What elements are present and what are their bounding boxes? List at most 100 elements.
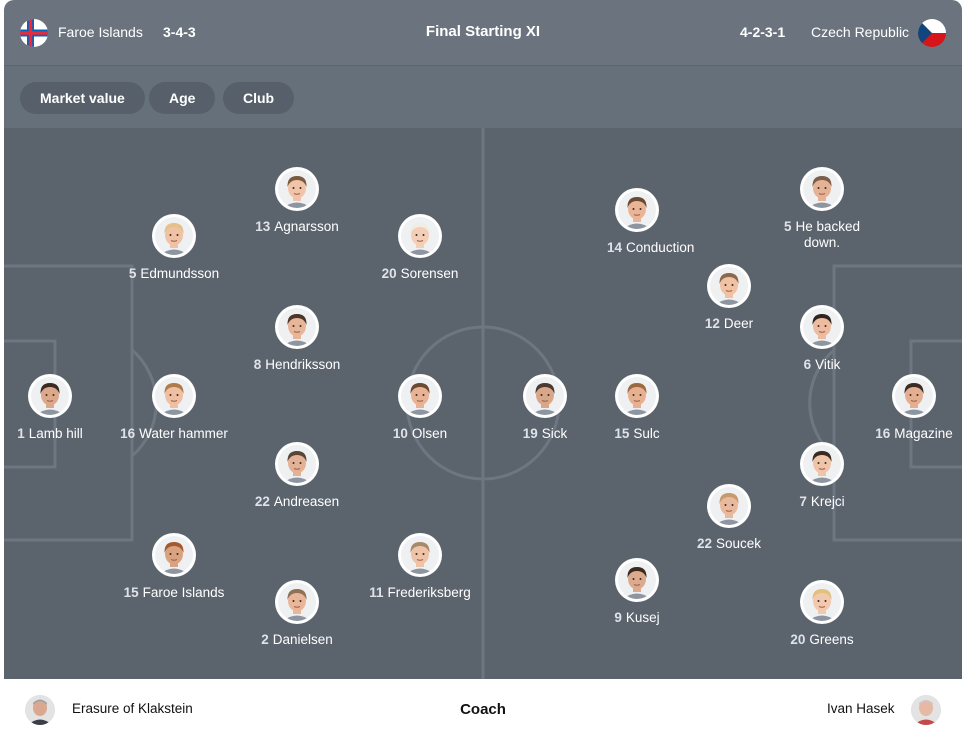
player-photo-icon — [278, 445, 316, 483]
coach-photo-icon — [25, 695, 55, 725]
player-number: 8 — [253, 357, 262, 372]
player-name: Kusej — [625, 610, 660, 625]
player-avatar — [892, 374, 936, 418]
player-avatar — [152, 374, 196, 418]
czech-republic-flag-icon — [918, 19, 946, 47]
coach-footer: Erasure of Klakstein Coach Ivan Hasek — [4, 679, 962, 731]
faroe-islands-flag-icon — [20, 19, 48, 47]
player-number: 13 — [255, 219, 271, 234]
player-avatar — [800, 167, 844, 211]
player-number: 22 — [696, 536, 712, 551]
player-avatar — [800, 442, 844, 486]
player-avatar — [275, 580, 319, 624]
player-photo-icon — [618, 377, 656, 415]
player-number: 5 — [128, 266, 137, 281]
coach-photo-icon — [911, 695, 941, 725]
market-value-filter-button[interactable]: Market value — [20, 82, 145, 114]
player-avatar — [275, 167, 319, 211]
player-avatar — [152, 214, 196, 258]
age-filter-button[interactable]: Age — [149, 82, 216, 114]
player-photo-icon — [710, 487, 748, 525]
player-avatar — [615, 558, 659, 602]
player-name: Hendriksson — [265, 357, 341, 372]
player-avatar — [615, 374, 659, 418]
player-avatar — [28, 374, 72, 418]
player-photo-icon — [618, 561, 656, 599]
club-filter-button[interactable]: Club — [223, 82, 295, 114]
player-photo-icon — [278, 308, 316, 346]
player-number: 7 — [799, 494, 807, 509]
player-number: 15 — [614, 426, 630, 441]
away-coach-name[interactable]: Ivan Hasek — [827, 701, 895, 716]
player-number: 16 — [120, 426, 136, 441]
player-avatar — [707, 484, 751, 528]
player-name: He backed down. — [795, 219, 861, 250]
player-photo-icon — [155, 536, 193, 574]
player-avatar — [152, 533, 196, 577]
player-photo-icon — [803, 170, 841, 208]
player-number: 10 — [392, 426, 408, 441]
player-name: Edmundsson — [140, 266, 220, 281]
player-photo-icon — [895, 377, 933, 415]
home-team-name[interactable]: Faroe Islands — [58, 24, 143, 40]
player-photo-icon — [31, 377, 69, 415]
player-photo-icon — [618, 191, 656, 229]
away-team-name[interactable]: Czech Republic — [811, 24, 910, 40]
player-photo-icon — [803, 583, 841, 621]
player-number: 22 — [254, 494, 270, 509]
player-name: Conduction — [626, 240, 695, 255]
player-number: 15 — [123, 585, 139, 600]
player-avatar — [398, 533, 442, 577]
player-name: Frederiksberg — [387, 585, 471, 600]
player-photo-icon — [155, 377, 193, 415]
player-name: Greens — [809, 632, 854, 647]
player-avatar — [398, 214, 442, 258]
player-number: 20 — [790, 632, 806, 647]
player-number: 20 — [381, 266, 397, 281]
player-photo-icon — [710, 267, 748, 305]
player-number: 5 — [783, 219, 792, 234]
player-avatar — [800, 580, 844, 624]
player-number: 14 — [607, 240, 623, 255]
player-name: Vitik — [815, 357, 841, 372]
player-name: Deer — [723, 316, 754, 331]
home-coach-name[interactable]: Erasure of Klakstein — [72, 701, 193, 716]
player-number: 1 — [17, 426, 25, 441]
player-name: Sulc — [633, 426, 660, 441]
away-coach-avatar[interactable] — [911, 695, 941, 725]
player-photo-icon — [401, 536, 439, 574]
player-photo-icon — [803, 308, 841, 346]
player-name: Olsen — [411, 426, 448, 441]
player-photo-icon — [401, 377, 439, 415]
player-name: Lamb hill — [28, 426, 83, 441]
home-formation: 3-4-3 — [163, 24, 196, 40]
home-coach-avatar[interactable] — [25, 695, 55, 725]
player-photo-icon — [278, 170, 316, 208]
player-avatar — [800, 305, 844, 349]
player-name: Krejci — [810, 494, 845, 509]
player-name: Danielsen — [272, 632, 333, 647]
